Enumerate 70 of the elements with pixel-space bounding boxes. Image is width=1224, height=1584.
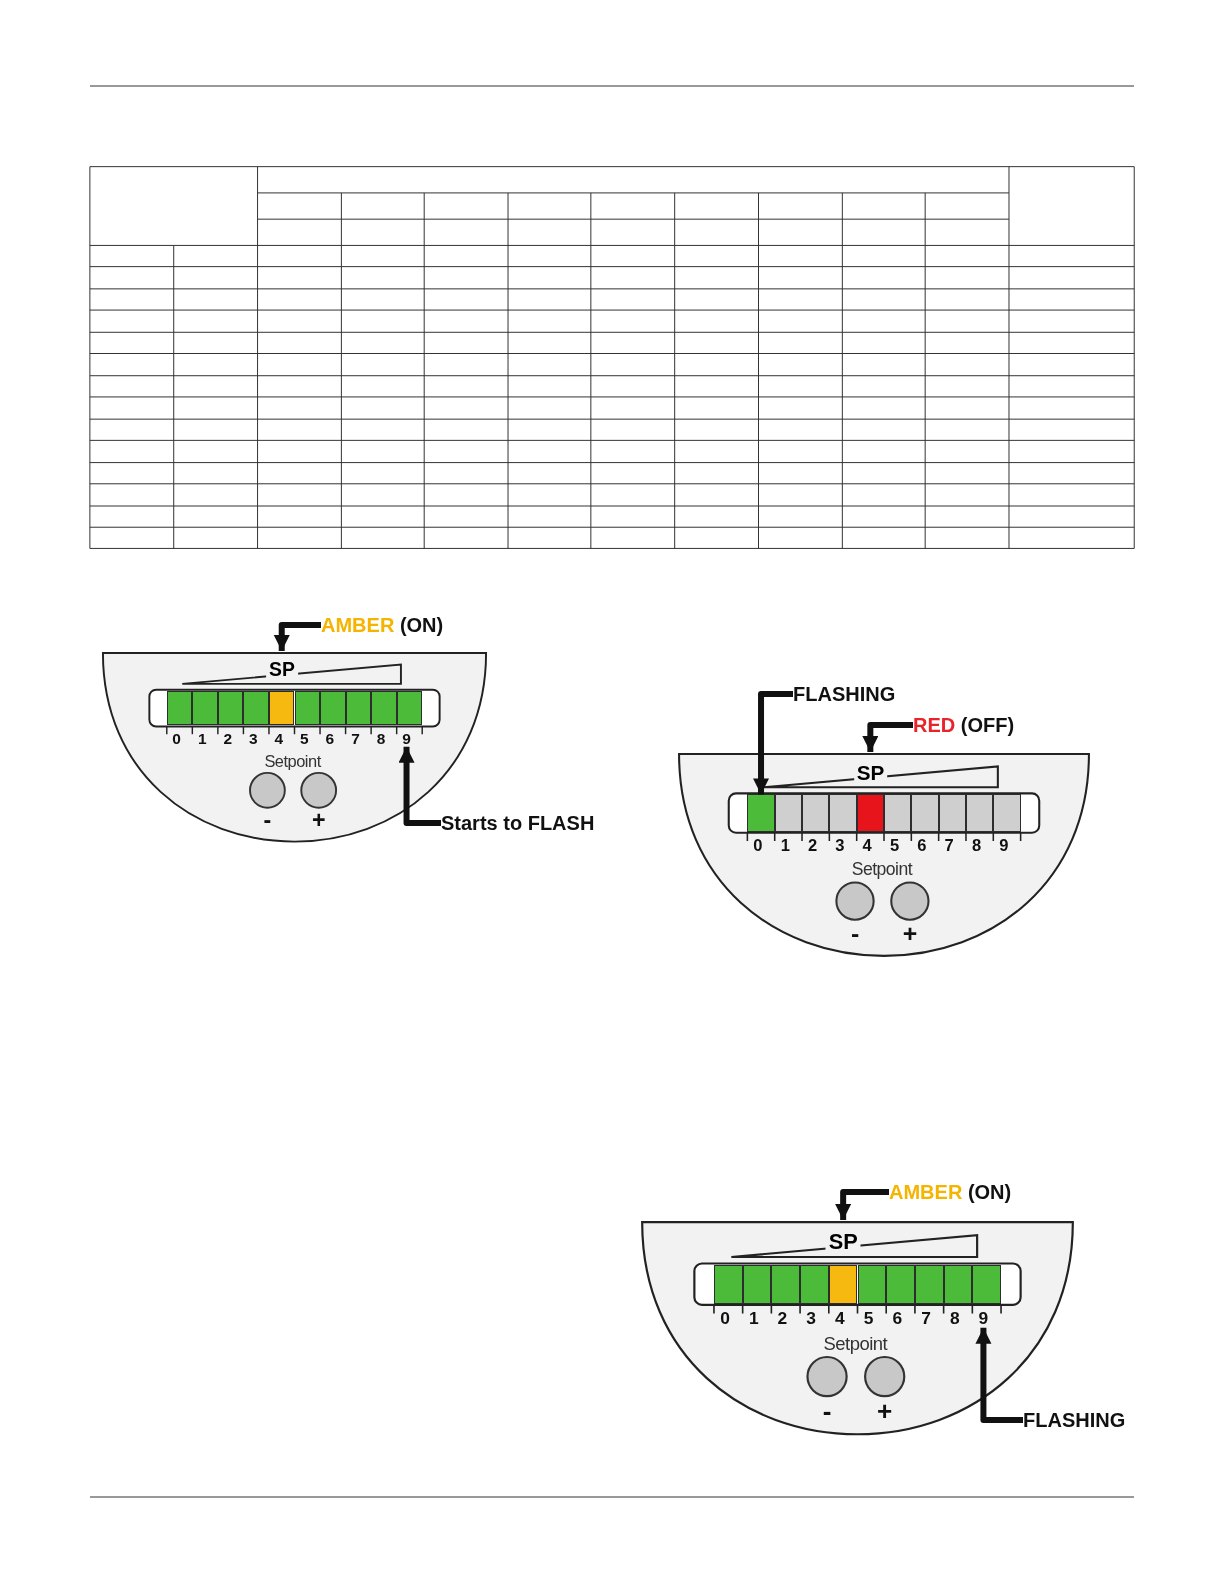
scale-digit: 8 — [949, 1310, 960, 1328]
scale-digit: 6 — [892, 1310, 903, 1328]
plus-sign: + — [902, 921, 918, 947]
scale-digit: 5 — [863, 1310, 874, 1328]
scale-digit: 9 — [978, 1310, 989, 1328]
callout-label: Starts to FLASH — [441, 811, 595, 835]
scale-digit: 0 — [720, 1310, 730, 1328]
setpoint-label: Setpoint — [264, 753, 321, 770]
led-segment — [965, 794, 994, 832]
arrow — [862, 722, 913, 752]
led-segment — [884, 794, 912, 832]
callout-label: FLASHING — [1023, 1408, 1126, 1432]
led-segment — [802, 794, 830, 832]
led-segment — [192, 690, 218, 726]
scale-digit: 7 — [944, 837, 954, 855]
scale-digit: 7 — [921, 1310, 931, 1328]
arrow — [398, 746, 441, 826]
scale-digit: 3 — [835, 837, 845, 855]
scale-digit: 1 — [197, 731, 207, 747]
led-segment — [800, 1264, 829, 1304]
scale-digit: 2 — [777, 1310, 788, 1328]
arrow — [753, 691, 793, 795]
led-segment — [771, 1264, 801, 1304]
minus-sign: - — [822, 1398, 832, 1425]
scale-digit: 3 — [249, 731, 258, 747]
scale-digit: 8 — [971, 837, 982, 855]
scale-digit: 4 — [835, 1310, 845, 1328]
scale-digit: 2 — [808, 837, 818, 855]
led-segment — [911, 794, 939, 832]
scale-digit: 8 — [376, 731, 386, 747]
arrow — [835, 1189, 889, 1220]
led-segment — [886, 1264, 915, 1304]
led-segment — [938, 794, 966, 832]
led-segment — [856, 794, 884, 832]
scale-digit: 6 — [325, 731, 335, 747]
led-segment — [320, 690, 346, 726]
scale-digit: 3 — [806, 1310, 816, 1328]
scale-digit: 0 — [172, 731, 181, 747]
callout-label: RED (OFF) — [913, 713, 1015, 737]
scale-digit: 9 — [999, 837, 1009, 855]
scale-digit: 5 — [300, 731, 309, 747]
led-segment — [993, 794, 1021, 832]
arrow — [273, 622, 321, 651]
scale-digit: 9 — [402, 731, 411, 747]
led-segment — [829, 794, 857, 832]
callout-label: AMBER (ON) — [321, 613, 444, 637]
scale-digit: 4 — [274, 731, 284, 747]
led-segment — [972, 1264, 1002, 1304]
scale-digit: 0 — [753, 837, 763, 855]
callout-label: FLASHING — [793, 682, 896, 706]
minus-sign: - — [263, 809, 272, 833]
minus-sign: - — [850, 921, 860, 947]
scale-digit: 1 — [780, 837, 790, 855]
scale-digit: 5 — [889, 837, 900, 855]
arrow — [975, 1327, 1023, 1423]
plus-sign: + — [311, 809, 326, 833]
sp-label: SP — [266, 660, 298, 680]
scale-digit: 2 — [223, 731, 233, 747]
setpoint-label: Setpoint — [823, 1334, 888, 1354]
led-segment — [371, 690, 397, 726]
callout-label: AMBER (ON) — [889, 1180, 1012, 1204]
scale-digit: 7 — [351, 731, 360, 747]
scale-digit: 4 — [862, 837, 872, 855]
plus-sign: + — [877, 1398, 893, 1425]
setpoint-label: Setpoint — [851, 861, 913, 879]
scale-digit: 6 — [917, 837, 927, 855]
led-segment — [747, 794, 775, 832]
led-segment — [243, 690, 269, 726]
scale-digit: 1 — [748, 1310, 759, 1328]
led-segment — [774, 794, 802, 832]
